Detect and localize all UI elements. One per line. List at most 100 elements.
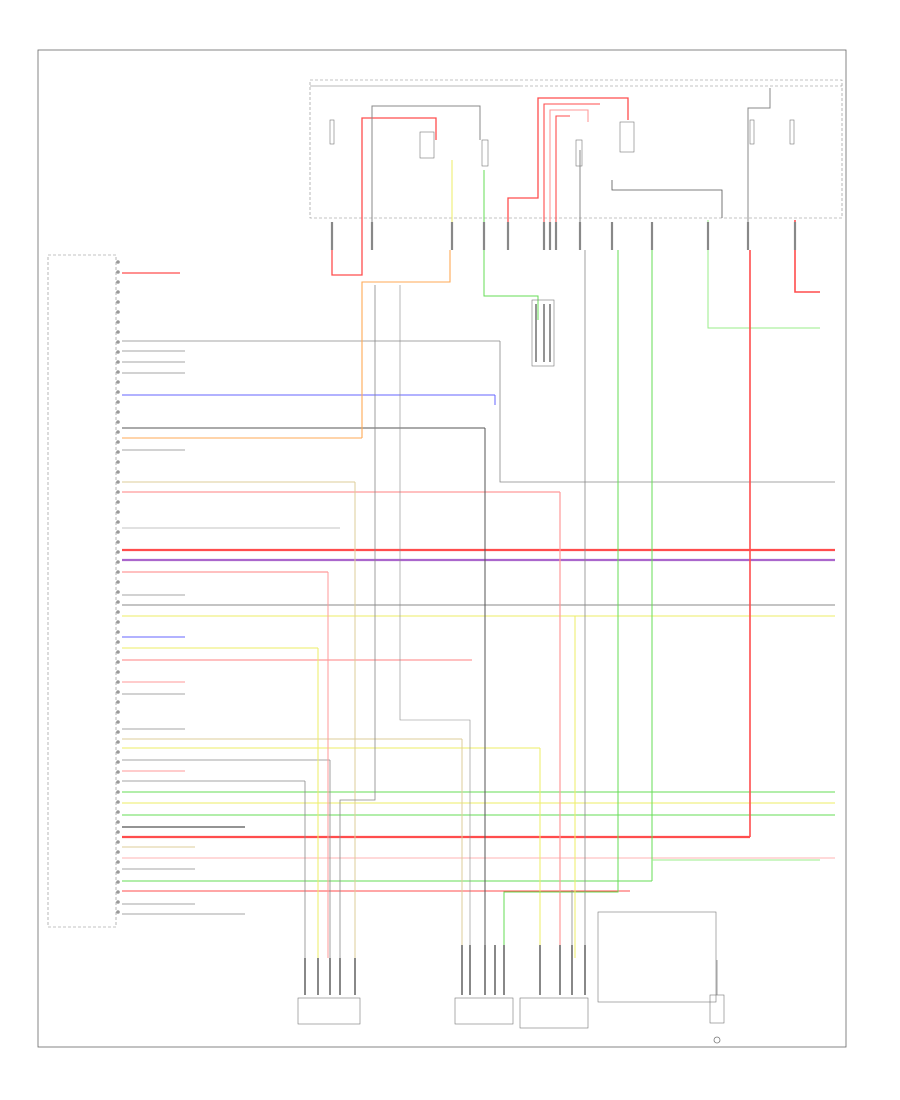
module-pin (116, 550, 120, 554)
module-pin (116, 380, 120, 384)
bottom-connector-4 (709, 994, 725, 1024)
module-pin (116, 870, 120, 874)
module-pin (116, 340, 120, 344)
sensor-connector (531, 299, 555, 367)
relay-component (419, 131, 435, 159)
module-pin (116, 660, 120, 664)
module-pin (116, 390, 120, 394)
module-pin (116, 830, 120, 834)
wire-green-fusebox-2 (707, 220, 820, 329)
module-pin (116, 850, 120, 854)
module-pin (116, 560, 120, 564)
wire-green-fusebox (483, 170, 539, 320)
module-pin (116, 690, 120, 694)
bottom-connector-2 (454, 997, 514, 1025)
module-pin (116, 450, 120, 454)
wire-gray-drop-7 (399, 285, 471, 958)
relay-component (619, 121, 635, 153)
module-pin (116, 280, 120, 284)
module-pin (116, 710, 120, 714)
module-pin (116, 840, 120, 844)
wire-red-fusebox-5 (555, 115, 570, 240)
fuse-component (481, 139, 489, 167)
control-module-outline (47, 254, 117, 928)
module-pin (116, 540, 120, 544)
wire-red-fusebox-2 (507, 97, 629, 250)
ground-point (713, 1036, 721, 1044)
module-pin (116, 800, 120, 804)
module-pin (116, 350, 120, 354)
fuse-component (749, 119, 755, 145)
module-pin (116, 790, 120, 794)
module-pin (116, 440, 120, 444)
module-pin (116, 760, 120, 764)
wire-orange-drop (361, 250, 451, 438)
pin-layer (116, 260, 120, 914)
module-pin (116, 330, 120, 334)
module-pin (116, 620, 120, 624)
module-pin (116, 720, 120, 724)
module-pin (116, 810, 120, 814)
module-pin (116, 570, 120, 574)
wire-red-fusebox-loop (331, 117, 437, 276)
wire-gray-right (747, 88, 771, 250)
module-pin (116, 770, 120, 774)
wire-gray-fusebox (371, 105, 481, 250)
module-pin (116, 360, 120, 364)
module-pin (116, 290, 120, 294)
module-pin (116, 740, 120, 744)
module-pin (116, 860, 120, 864)
module-pin (116, 750, 120, 754)
bottom-connector-3 (519, 997, 589, 1029)
fuse-relay-box (309, 79, 843, 219)
module-pin (116, 270, 120, 274)
module-pin (116, 910, 120, 914)
module-pin (116, 480, 120, 484)
wire-green-drop-1 (503, 250, 619, 958)
module-pin (116, 420, 120, 424)
module-pin (116, 460, 120, 464)
module-pin (116, 680, 120, 684)
module-pin (116, 370, 120, 374)
module-pin (116, 400, 120, 404)
module-pin (116, 320, 120, 324)
diagram-frame (37, 49, 847, 1048)
module-pin (116, 310, 120, 314)
module-pin (116, 430, 120, 434)
module-pin (116, 780, 120, 784)
bottom-component-box (597, 911, 717, 1003)
bottom-connector-1 (297, 997, 361, 1025)
module-pin (116, 500, 120, 504)
fuse-component (329, 119, 335, 145)
module-pin (116, 630, 120, 634)
module-pin (116, 670, 120, 674)
module-pin (116, 890, 120, 894)
module-pin (116, 470, 120, 474)
wire-gray-drop-2 (499, 341, 835, 483)
fuse-component (575, 139, 583, 167)
wire-red-right (794, 220, 820, 293)
module-pin (116, 520, 120, 524)
module-pin (116, 820, 120, 824)
module-pin (116, 580, 120, 584)
module-pin (116, 260, 120, 264)
module-pin (116, 880, 120, 884)
fuse-component (789, 119, 795, 145)
module-pin (116, 610, 120, 614)
module-pin (116, 640, 120, 644)
module-pin (116, 590, 120, 594)
module-pin (116, 410, 120, 414)
module-pin (116, 730, 120, 734)
module-pin (116, 700, 120, 704)
module-pin (116, 490, 120, 494)
wire-gray-drop-5 (339, 285, 376, 958)
module-pin (116, 530, 120, 534)
wire-gray-fusebox-3 (611, 180, 723, 218)
module-pin (116, 510, 120, 514)
module-pin (116, 650, 120, 654)
module-pin (116, 600, 120, 604)
module-pin (116, 300, 120, 304)
wire-red-fusebox-4 (549, 109, 589, 240)
wire-red-fusebox-3 (543, 103, 600, 240)
